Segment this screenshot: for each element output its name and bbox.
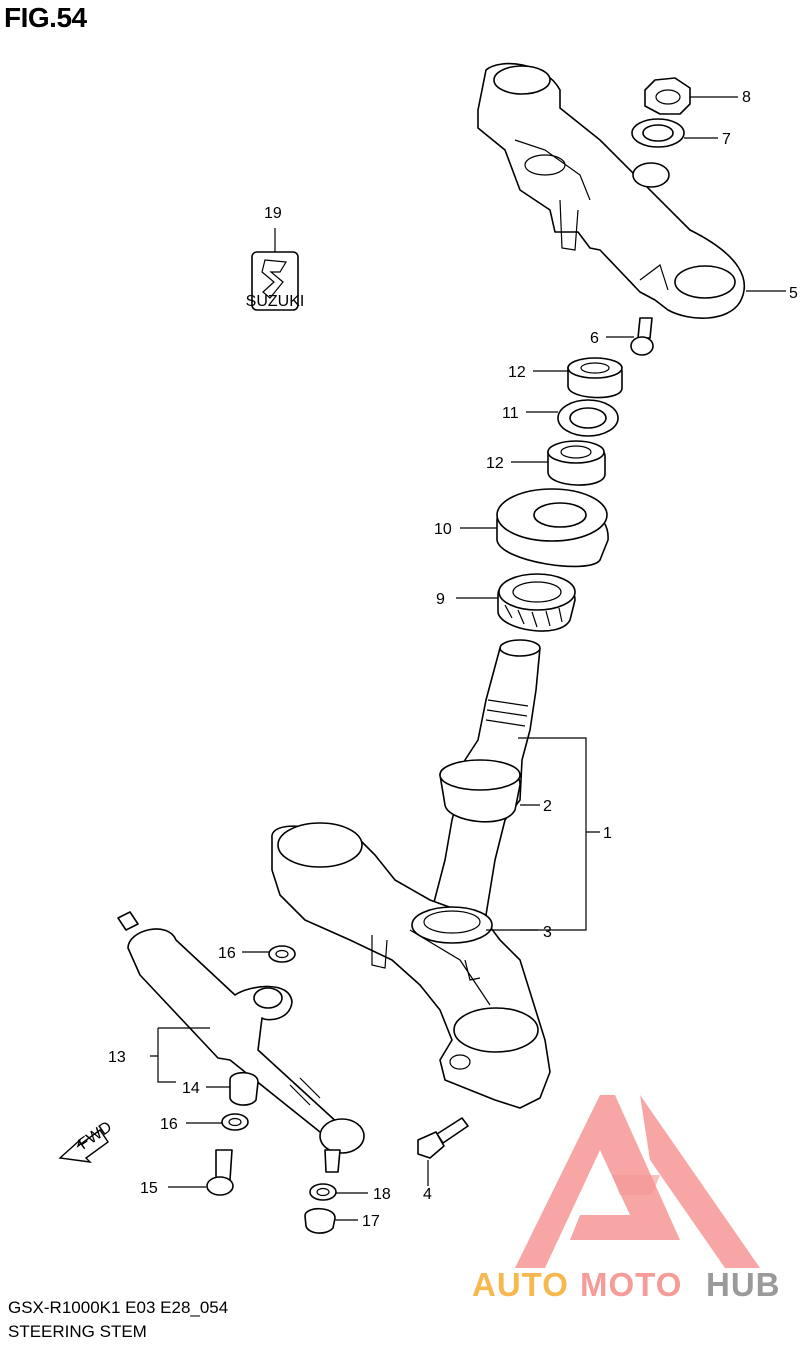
callout-16-upper: 16 <box>218 945 236 962</box>
callout-12-lower: 12 <box>486 455 504 472</box>
lock-nut-lower-part <box>547 440 606 486</box>
clamp-bolt-part <box>417 1117 469 1159</box>
callout-2: 2 <box>543 798 552 815</box>
dust-seal-part <box>496 488 609 568</box>
callout-numbers: 8 7 5 19 6 12 11 12 10 9 2 1 3 4 13 14 1… <box>108 89 798 1230</box>
upper-bearing-part <box>497 573 576 632</box>
lock-nut-upper-part <box>567 357 623 399</box>
steering-stem-part <box>271 639 551 1109</box>
callout-10: 10 <box>434 521 452 538</box>
suzuki-emblem-part: SUZUKI <box>246 251 305 311</box>
callout-7: 7 <box>722 131 731 148</box>
callout-5: 5 <box>789 285 798 302</box>
watermark-part2: MOTO <box>580 1266 682 1303</box>
washer-part <box>631 118 685 148</box>
callout-3: 3 <box>543 924 552 941</box>
pinch-bolt-part <box>630 317 654 356</box>
callout-12-upper: 12 <box>508 364 526 381</box>
callout-4: 4 <box>423 1186 432 1203</box>
leader-lines <box>150 96 786 1221</box>
steering-damper-part <box>117 911 365 1173</box>
figure-title: FIG.54 <box>4 2 87 33</box>
callout-9: 9 <box>436 591 445 608</box>
callout-6: 6 <box>590 330 599 347</box>
callout-15: 15 <box>140 1180 158 1197</box>
damper-bush-part <box>229 1071 259 1106</box>
nut-17-part <box>304 1207 336 1234</box>
washer-18-part <box>309 1183 337 1201</box>
upper-bracket-part <box>477 62 745 319</box>
fwd-arrow-icon: FWD <box>58 1118 115 1163</box>
callout-8: 8 <box>742 89 751 106</box>
callout-13: 13 <box>108 1049 126 1066</box>
washer-upper-part <box>268 945 296 963</box>
callout-14: 14 <box>182 1080 200 1097</box>
section-name: STEERING STEM <box>8 1322 147 1341</box>
watermark-part3: HUB <box>706 1266 781 1303</box>
model-code: GSX-R1000K1 E03 E28_054 <box>8 1298 229 1317</box>
callout-19: 19 <box>264 205 282 222</box>
watermark-part1: AUTO <box>472 1266 569 1303</box>
callout-11: 11 <box>502 405 519 422</box>
emblem-label: SUZUKI <box>246 293 305 310</box>
callout-1: 1 <box>603 825 612 842</box>
stem-head-nut-part <box>644 77 691 115</box>
lock-washer-part <box>557 399 619 437</box>
callout-18: 18 <box>373 1186 391 1203</box>
callout-17: 17 <box>362 1213 380 1230</box>
callout-16-lower: 16 <box>160 1116 178 1133</box>
washer-lower-part <box>221 1113 249 1131</box>
damper-bolt-part <box>206 1149 234 1196</box>
automotohub-logo-icon <box>515 1095 760 1268</box>
automotohub-watermark: AUTO MOTO HUB <box>472 1266 781 1303</box>
